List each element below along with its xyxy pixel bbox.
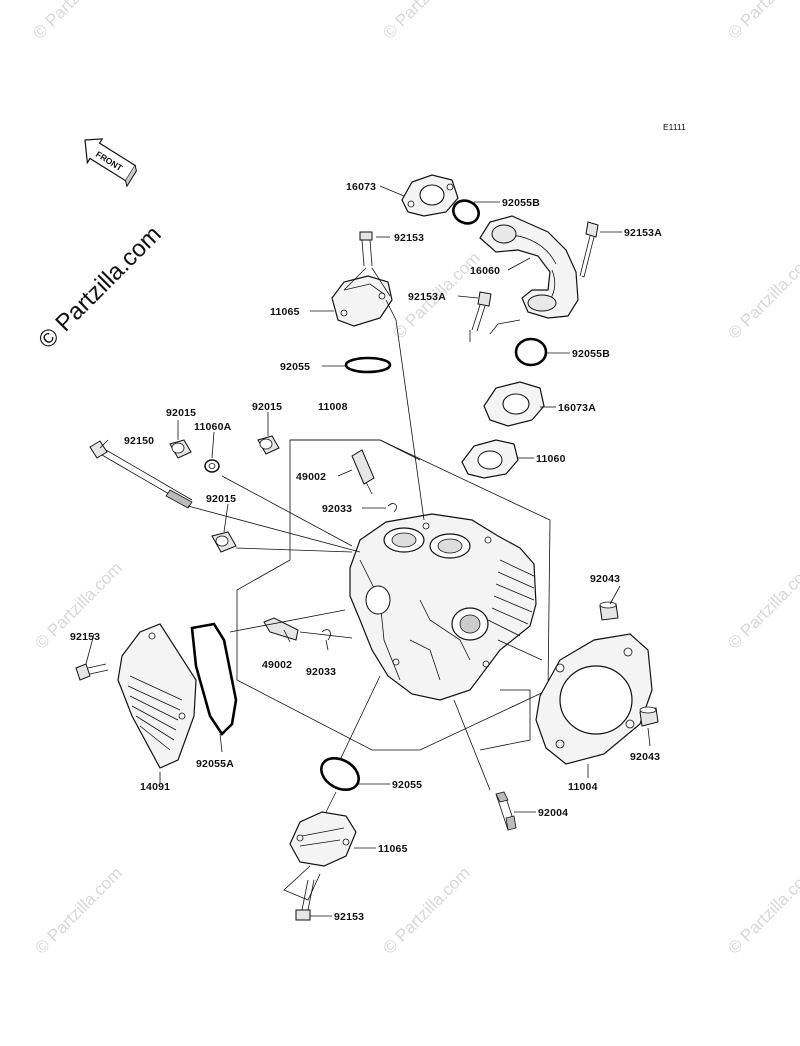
front-arrow-icon: FRONT bbox=[84, 138, 137, 188]
callout-49002-bottom: 49002 bbox=[262, 659, 292, 671]
callout-11060A: 11060A bbox=[194, 421, 232, 433]
callout-92055-bottom: 92055 bbox=[392, 779, 422, 791]
callout-92153A-mid: 92153A bbox=[408, 291, 446, 303]
callout-92004: 92004 bbox=[538, 807, 568, 819]
callout-11008: 11008 bbox=[318, 401, 348, 413]
callout-92055B: 92055B bbox=[502, 197, 540, 209]
stud-92004 bbox=[495, 791, 517, 831]
callout-11060: 11060 bbox=[536, 453, 566, 465]
bolt-92153A-mid bbox=[471, 291, 492, 332]
callout-14091: 14091 bbox=[140, 781, 170, 793]
callout-92153: 92153 bbox=[394, 232, 424, 244]
bolt-92153-left bbox=[75, 663, 109, 681]
callout-16060: 16060 bbox=[470, 265, 500, 277]
watermark: © Partzilla.com bbox=[29, 0, 123, 43]
o-ring-92055-bottom bbox=[320, 756, 360, 792]
callout-92150: 92150 bbox=[124, 435, 154, 447]
watermark: © Partzilla.com bbox=[724, 0, 800, 43]
part-11008-cylinder-head bbox=[236, 439, 551, 751]
callout-92153A: 92153A bbox=[624, 227, 662, 239]
callout-92055B-mid: 92055B bbox=[572, 348, 610, 360]
stud-92150 bbox=[89, 440, 193, 509]
bolt-92153-bottom bbox=[295, 879, 315, 921]
callout-92153-bottom: 92153 bbox=[334, 911, 364, 923]
callout-92033-bottom: 92033 bbox=[306, 666, 336, 678]
watermarks: © Partzilla.com © Partzilla.com © Partzi… bbox=[29, 0, 800, 958]
gasket-92055A bbox=[190, 622, 238, 737]
nut-92015-c bbox=[211, 531, 237, 553]
clip-92033-bottom bbox=[321, 629, 331, 641]
callout-92055A: 92055A bbox=[196, 758, 234, 770]
part-16060-intake-pipe bbox=[479, 215, 579, 319]
o-ring-92055 bbox=[344, 356, 392, 374]
callout-16073A: 16073A bbox=[558, 402, 596, 414]
callout-92015-b: 92015 bbox=[252, 401, 282, 413]
callout-11065: 11065 bbox=[270, 306, 300, 318]
dowel-92043-bottom bbox=[639, 706, 659, 727]
callout-92043-bottom: 92043 bbox=[630, 751, 660, 763]
callout-92015: 92015 bbox=[166, 407, 196, 419]
part-11065-cap bbox=[331, 275, 393, 327]
dowel-92043-top bbox=[599, 601, 619, 621]
part-16073A-insulator bbox=[483, 381, 545, 427]
callout-92033: 92033 bbox=[322, 503, 352, 515]
callout-49002: 49002 bbox=[296, 471, 326, 483]
watermark: © Partzilla.com bbox=[31, 863, 125, 957]
nut-92015-b bbox=[257, 435, 280, 455]
callout-16073: 16073 bbox=[346, 181, 376, 193]
valve-adjuster-49002 bbox=[351, 449, 375, 495]
watermark: © Partzilla.com bbox=[379, 863, 473, 957]
part-11004-gasket bbox=[535, 633, 653, 765]
bolt-92153 bbox=[359, 231, 373, 267]
nut-92015-a bbox=[169, 439, 192, 459]
watermark-main: © Partzilla.com bbox=[33, 221, 166, 354]
watermark: © Partzilla.com bbox=[724, 863, 800, 957]
callout-92153-left: 92153 bbox=[70, 631, 100, 643]
bolt-92153A bbox=[579, 221, 599, 278]
part-11060-gasket bbox=[461, 439, 519, 479]
valve-adjuster-49002-bottom bbox=[263, 617, 299, 641]
part-14091-cover bbox=[117, 623, 197, 769]
callout-11065-bottom: 11065 bbox=[378, 843, 408, 855]
part-11065-cap-bottom bbox=[289, 811, 357, 867]
callout-92055: 92055 bbox=[280, 361, 310, 373]
o-ring-92055B bbox=[452, 199, 480, 225]
callout-92015-c: 92015 bbox=[206, 493, 236, 505]
callout-92043: 92043 bbox=[590, 573, 620, 585]
watermark: © Partzilla.com bbox=[724, 558, 800, 652]
callout-labels: 16073 92055B 92153A 92153 16060 92153A 1… bbox=[70, 181, 662, 923]
reference-code: E1111 bbox=[663, 122, 686, 132]
watermark: © Partzilla.com bbox=[724, 248, 800, 342]
leader-lines bbox=[85, 185, 651, 917]
clip-92033 bbox=[387, 503, 397, 513]
watermark: © Partzilla.com bbox=[379, 0, 473, 43]
callout-11004: 11004 bbox=[568, 781, 598, 793]
washer-11060A bbox=[204, 459, 220, 473]
part-16073-insulator bbox=[401, 174, 459, 217]
o-ring-92055B-mid bbox=[514, 337, 548, 367]
